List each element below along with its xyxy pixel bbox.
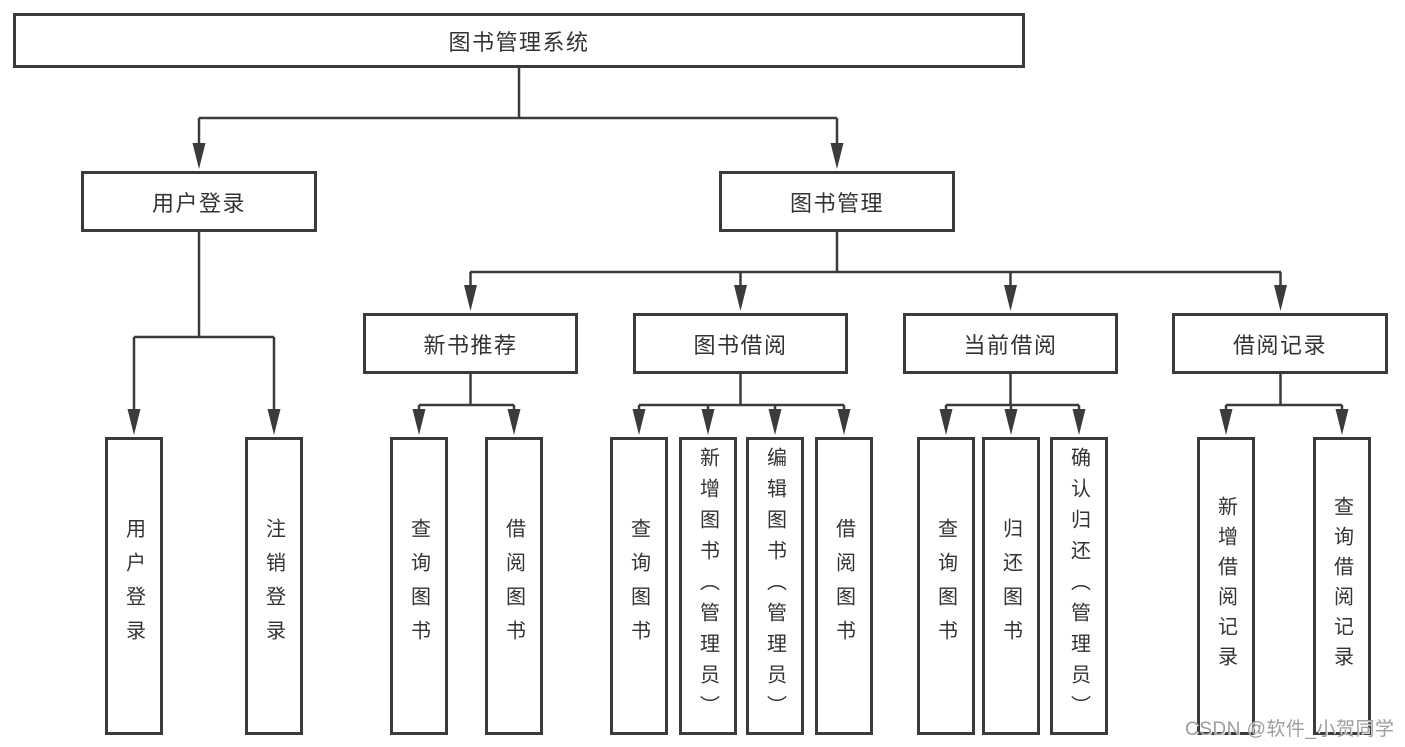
node-leaf-add-borrow-record: 新增借阅记录 [1197, 437, 1255, 735]
node-leaf-edit-books-admin: 编辑图书（管理员） [746, 437, 804, 735]
node-leaf-query-borrow-record: 查询借阅记录 [1313, 437, 1371, 735]
node-book-borrowing: 图书借阅 [633, 313, 848, 374]
node-book-management: 图书管理 [719, 171, 955, 232]
node-leaf-add-books-admin: 新增图书（管理员） [679, 437, 737, 735]
node-leaf-user-login: 用户登录 [105, 437, 163, 735]
node-user-login: 用户登录 [81, 171, 317, 232]
watermark: CSDN @软件_小贺同学 [1185, 719, 1395, 740]
node-current-borrowing: 当前借阅 [903, 313, 1118, 374]
node-leaf-query-books-3: 查询图书 [917, 437, 975, 735]
node-leaf-logout: 注销登录 [245, 437, 303, 735]
node-borrowing-records: 借阅记录 [1172, 313, 1388, 374]
node-new-book-recommend: 新书推荐 [363, 313, 578, 374]
node-leaf-return-books: 归还图书 [982, 437, 1040, 735]
node-leaf-borrow-books-1: 借阅图书 [485, 437, 543, 735]
node-leaf-query-books-1: 查询图书 [390, 437, 448, 735]
node-leaf-confirm-return-admin: 确认归还（管理员） [1050, 437, 1108, 735]
node-leaf-borrow-books-2: 借阅图书 [815, 437, 873, 735]
node-leaf-query-books-2: 查询图书 [610, 437, 668, 735]
node-root-system: 图书管理系统 [13, 13, 1025, 68]
